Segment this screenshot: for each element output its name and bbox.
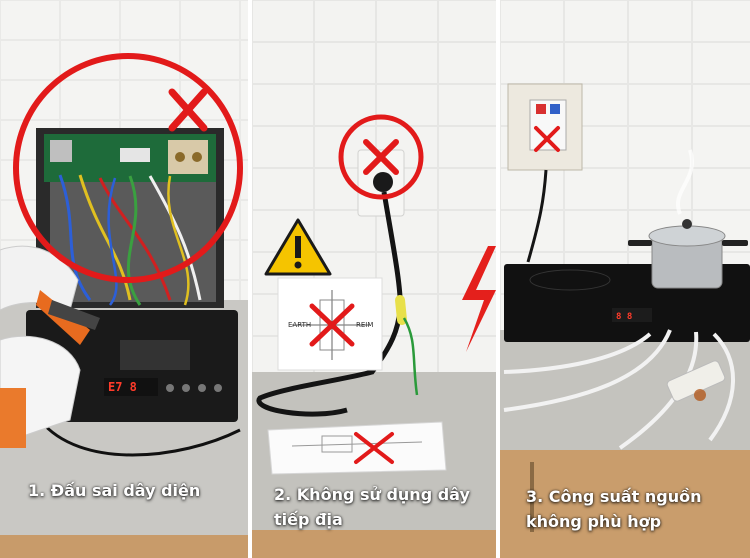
panel-unsuitable-power: 8 8 3. Công suất nguồn <box>500 0 750 558</box>
caption-wrong-wiring: 1. Đấu sai dây diện <box>28 478 200 503</box>
panel-divider <box>248 0 252 558</box>
svg-text:8 8: 8 8 <box>616 312 632 322</box>
caption-line: 1. Đấu sai dây diện <box>28 481 201 500</box>
panel-wrong-wiring-scene: E7 8 <box>0 0 248 558</box>
ground-wire <box>402 317 419 396</box>
caption-no-grounding: 2. Không sử dụng dây tiếp địa <box>274 482 470 532</box>
panel-unsuitable-power-scene: 8 8 <box>500 0 750 558</box>
caption-line: không phù hợp <box>526 512 662 531</box>
gloved-hands-with-pliers <box>0 245 100 448</box>
overloaded-power-strip <box>503 329 735 450</box>
warning-triangle-icon <box>264 218 332 276</box>
error-code-display: E7 8 <box>108 380 137 394</box>
earth-label: EARTH <box>288 321 311 329</box>
x-mark-icon <box>363 139 399 175</box>
circuit-breaker-box <box>507 83 583 171</box>
panel-wrong-wiring: E7 8 1. Đấu sai dây <box>0 0 248 558</box>
cable-tape <box>395 295 407 325</box>
panel-no-grounding: EARTH REIM 2. Không sử dụng dây tiếp địa <box>252 0 496 558</box>
panel-no-grounding-scene: EARTH REIM <box>252 0 496 558</box>
caption-line: tiếp địa <box>274 510 343 529</box>
prohibited-circle-icon <box>338 114 424 200</box>
x-mark-icon <box>168 88 208 132</box>
power-cable <box>256 191 403 417</box>
wooden-cabinet <box>252 530 496 558</box>
neutral-label: REIM <box>356 321 373 329</box>
plug <box>373 172 393 192</box>
lightning-bolt-icon <box>462 246 496 352</box>
wooden-cabinet <box>500 450 750 558</box>
caption-line: 3. Công suất nguồn <box>526 487 702 506</box>
prohibited-circle-icon <box>13 53 243 283</box>
grounding-diagram-card: EARTH REIM <box>277 277 383 371</box>
cooking-pot <box>628 149 748 289</box>
paper-sheet <box>267 421 447 475</box>
wooden-cabinet <box>0 535 248 558</box>
power-cable <box>526 169 548 263</box>
panel-divider <box>496 0 500 558</box>
caption-line: 2. Không sử dụng dây <box>274 485 470 504</box>
caption-unsuitable-power: 3. Công suất nguồn không phù hợp <box>526 484 701 534</box>
